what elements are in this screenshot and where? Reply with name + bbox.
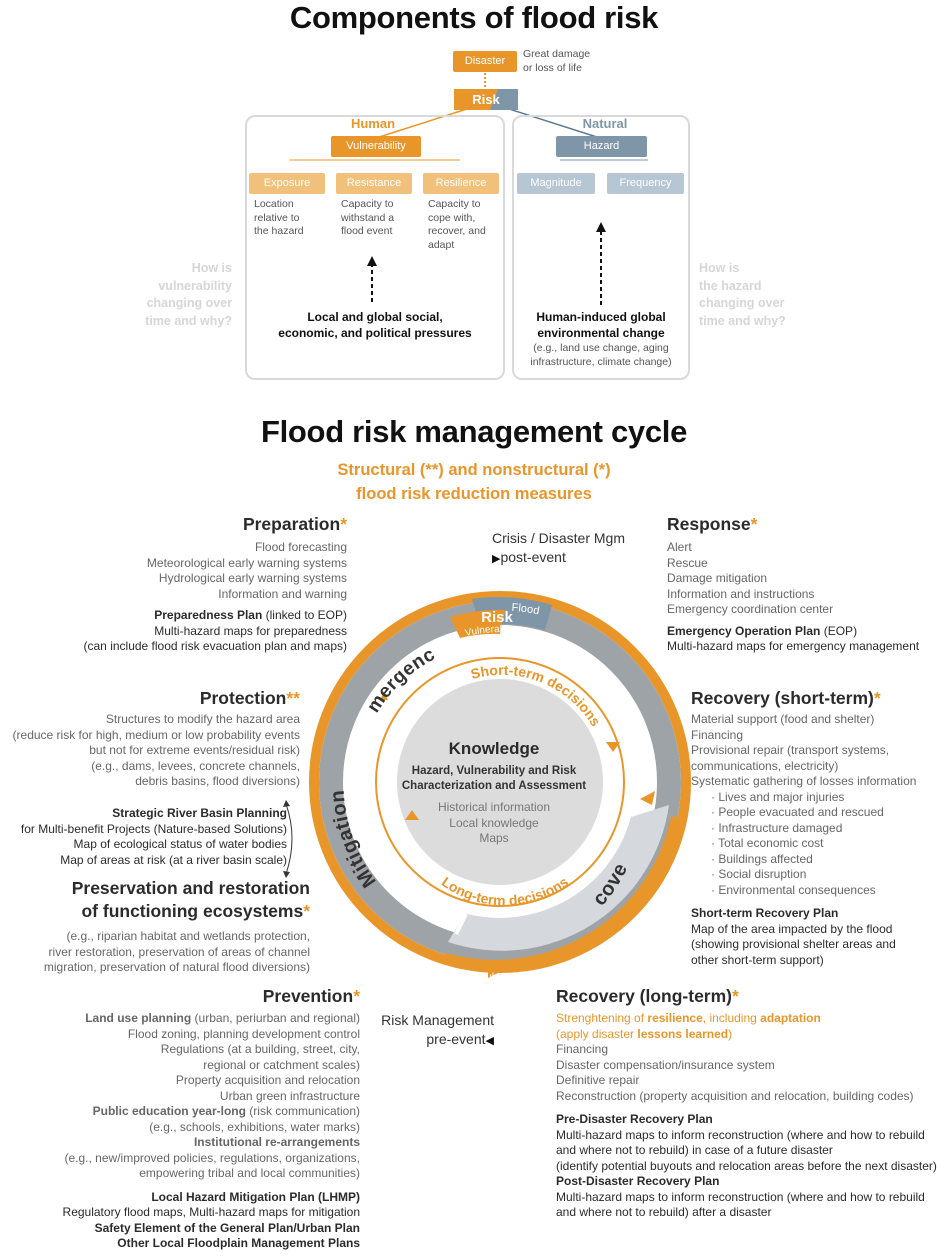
- crisis-label: Crisis / Disaster Mgm ▶post-event: [492, 530, 626, 565]
- components-title: Components of flood risk: [289, 0, 659, 35]
- natural-label: Natural: [582, 116, 628, 131]
- recovery-short-term-section: Recovery (short-term)* Material support …: [691, 688, 917, 967]
- human-panel: [245, 115, 505, 380]
- vulnerability-box: Vulnerability: [331, 136, 421, 157]
- svg-text:Flood: Flood: [511, 602, 540, 618]
- recovery-short-title: Recovery (short-term): [691, 688, 874, 708]
- prevention-section: Prevention* Land use planning (urban, pe…: [62, 986, 360, 1250]
- cycle-subtitle: Structural (**) and nonstructural (*)flo…: [337, 461, 611, 503]
- components-connectors: [290, 73, 648, 305]
- risk-management-label: Risk Management pre-event◀: [381, 1012, 494, 1047]
- flood-arc-label: Flood: [511, 602, 540, 618]
- exposure-box: Exposure: [249, 173, 325, 194]
- protection-section: Protection** Structures to modify the ha…: [12, 688, 300, 788]
- recovery-long-term-section: Recovery (long-term)* Strenghtening of r…: [556, 986, 937, 1219]
- knowledge-title: Knowledge: [448, 739, 540, 758]
- risk-box: Risk: [454, 89, 518, 110]
- response-title: Response: [667, 514, 751, 534]
- resilience-box: Resilience: [423, 173, 499, 194]
- cycle-title: Flood risk management cycle: [260, 414, 688, 449]
- natural-panel: [512, 115, 690, 380]
- cycle-risk-label: Risk: [481, 609, 513, 626]
- human-label: Human: [350, 116, 396, 131]
- resistance-box: Resistance: [336, 173, 412, 194]
- protection-title: Protection: [199, 688, 287, 708]
- frequency-box: Frequency: [607, 173, 684, 194]
- preservation-title: Preservation and restoration: [71, 878, 310, 898]
- magnitude-box: Magnitude: [517, 173, 595, 194]
- hazard-box: Hazard: [556, 136, 647, 157]
- disaster-box: Disaster: [453, 51, 517, 72]
- recovery-long-title: Recovery (long-term): [556, 986, 733, 1006]
- preparation-title: Preparation: [242, 514, 341, 534]
- strategic-planning-section: Strategic River Basin Planning for Multi…: [20, 806, 287, 867]
- bidirectional-arrow: [283, 800, 293, 878]
- prevention-title: Prevention: [262, 986, 354, 1006]
- social-pressures: Local and global social,economic, and po…: [278, 310, 472, 340]
- knowledge-center: Knowledge Hazard, Vulnerability and Risk…: [392, 739, 596, 847]
- cycle-diagram: Emergency Recovery Mitigation Short-term…: [300, 582, 691, 982]
